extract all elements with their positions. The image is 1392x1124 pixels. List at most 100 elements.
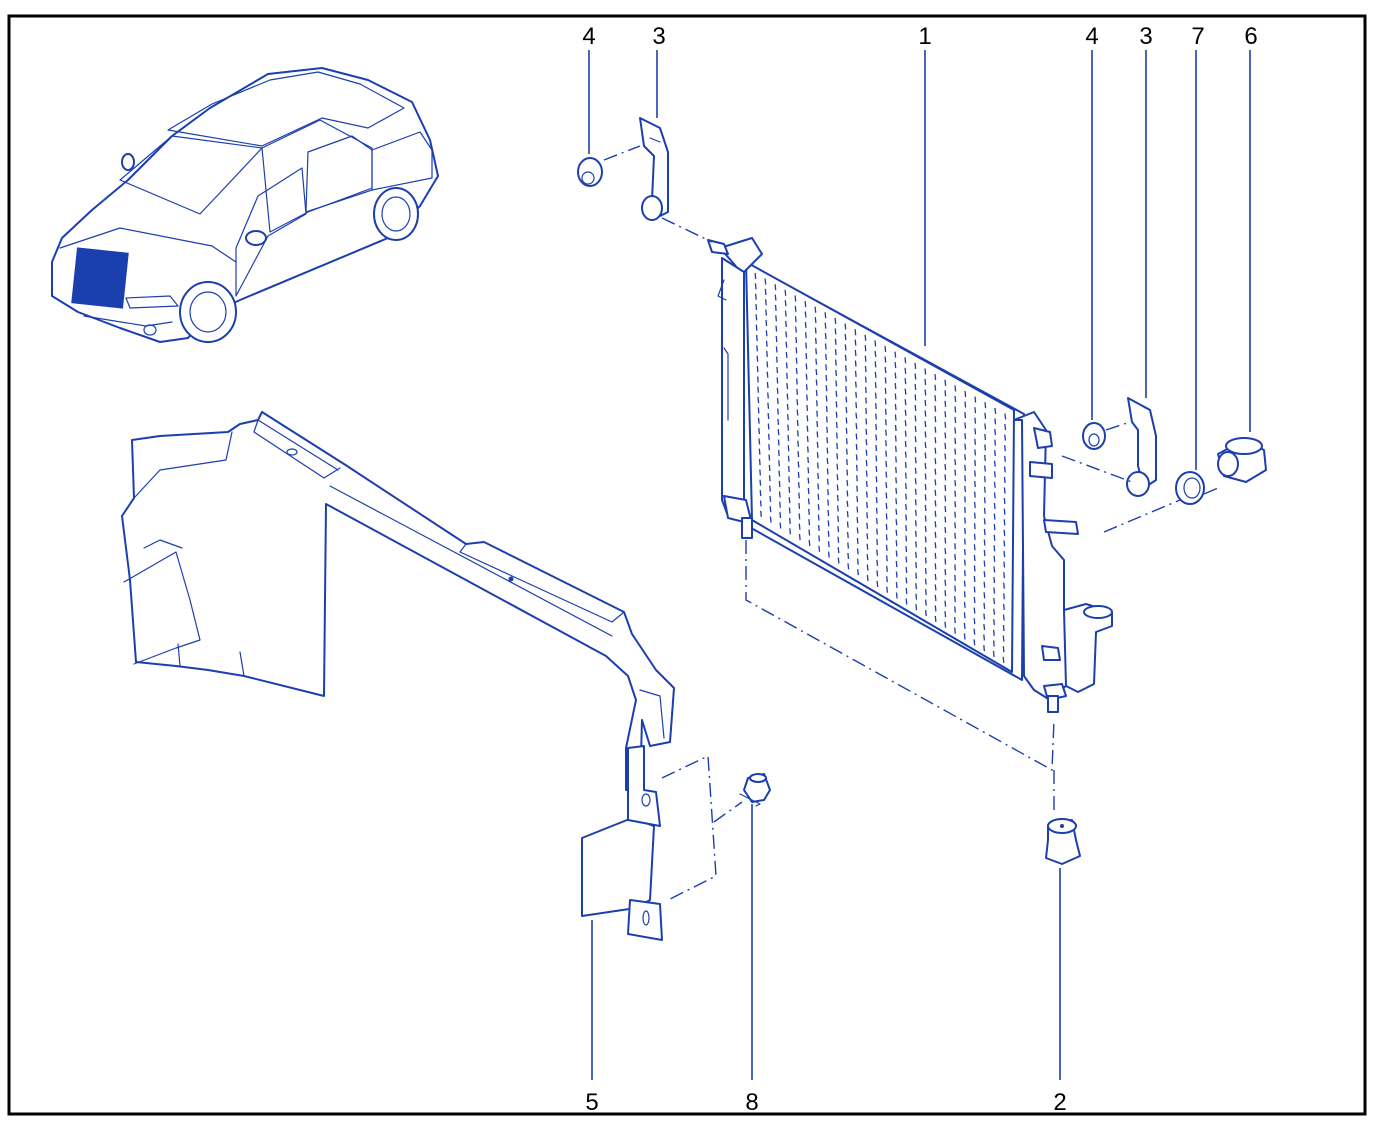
core-fin-mark [758,459,761,466]
core-fin-mark [954,459,957,466]
core-fin-mark [924,557,927,564]
core-fin-mark [864,366,867,373]
core-fin-mark [779,512,782,519]
core-fin-mark [954,490,957,497]
core-fin-mark [963,612,966,619]
core-fin-mark [798,502,801,510]
core-fin-mark [934,384,937,391]
core-fin-mark [817,514,820,521]
core-fin-mark [944,621,947,628]
core-fin-mark [786,414,789,421]
core-fin-mark [1002,625,1005,632]
core-fin-mark [934,500,937,507]
core-fin-mark [776,377,779,384]
core-fin-mark [934,615,937,622]
core-fin-mark [904,399,907,406]
core-fin-mark [944,390,947,397]
core-fin-mark [934,479,937,486]
core-fin-mark [974,470,976,477]
core-fin-mark [974,438,977,445]
core-fin-mark [973,523,976,530]
core-fin-mark [837,515,840,522]
core-fin-mark [885,429,887,436]
core-fin-mark [894,445,897,452]
core-fin-mark [993,471,996,478]
core-fin-mark [825,374,828,381]
core-fin-mark [776,367,779,374]
core-fin-mark [764,288,767,295]
core-fin-mark [964,485,967,492]
core-fin-mark [865,439,868,446]
core-fin-mark [944,600,947,607]
core-fin-mark [865,491,868,498]
core-fin-mark [786,393,789,400]
core-fin-mark [768,475,771,482]
core-fin-mark [895,550,898,557]
core-fin-mark [914,394,917,401]
core-fin-mark [944,400,947,407]
core-fin-mark [944,579,947,586]
core-fin-mark [844,323,847,330]
core-fin-mark [894,393,897,400]
core-fin-mark [807,467,810,474]
core-fin-mark [769,495,772,502]
core-fin-mark [895,466,897,473]
core-fin-mark [806,394,808,401]
core-fin-mark [825,405,828,413]
drain-plug-part [1217,437,1267,483]
core-fin-mark [775,356,778,363]
core-fin-mark [796,409,799,416]
core-fin-mark [904,451,907,458]
core-fin-mark [905,545,908,553]
core-fin-mark [974,417,977,424]
core-fin-mark [835,401,838,408]
core-fin-mark [778,470,781,477]
core-fin-mark [846,459,848,466]
core-fin-mark [837,526,840,533]
core-fin-mark [765,319,768,327]
core-fin-mark [1003,593,1005,600]
core-fin-mark [973,491,976,498]
core-fin-mark [983,476,986,483]
core-fin-mark [778,480,781,488]
core-fin-mark [885,440,887,447]
core-fin-mark [824,333,827,340]
core-fin-mark [874,340,877,347]
core-fin-mark [915,583,918,590]
core-fin-mark [826,478,829,485]
core-fin-mark [835,369,838,377]
core-fin-mark [769,485,771,492]
core-fin-mark [895,456,897,463]
core-fin-mark [788,476,791,483]
core-fin-mark [1003,476,1006,484]
core-fin-mark [944,505,947,513]
core-fin-mark [806,446,809,453]
core-fin-mark [886,586,889,593]
core-fin-mark [757,417,760,424]
core-fin-mark [827,489,829,496]
core-fin-mark [973,502,976,509]
core-fin-mark [934,405,937,412]
core-fin-mark [864,376,867,383]
core-fin-mark [836,505,839,512]
core-fin-mark [876,570,879,577]
core-fin-mark [827,499,830,506]
core-fin-mark [875,465,878,472]
core-fin-mark [974,459,977,466]
core-fin-mark [807,477,810,484]
core-fin-mark [875,444,878,452]
core-fin-mark [905,598,908,605]
core-fin-mark [827,509,830,517]
core-fin-mark [895,540,898,547]
core-fin-mark [796,399,799,406]
core-fin-mark [915,551,917,558]
core-fin-mark [905,587,908,594]
core-fin-mark [1002,614,1005,621]
core-fin-mark [836,453,839,460]
core-fin-mark [924,483,927,491]
core-fin-mark [797,440,800,447]
core-fin-mark [864,345,867,352]
core-fin-mark [1002,656,1005,663]
core-fin-mark [874,403,877,410]
core-fin-mark [885,461,888,468]
